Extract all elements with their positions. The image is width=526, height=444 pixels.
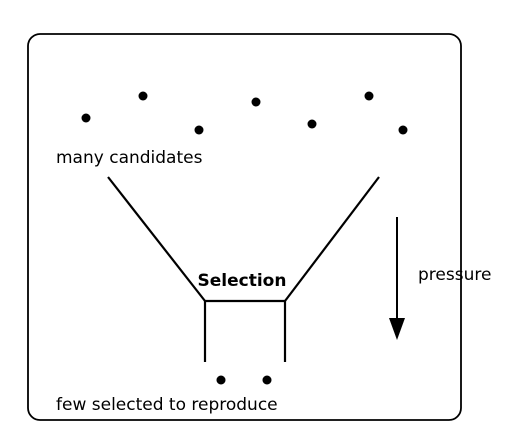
selection-label: Selection <box>198 271 287 291</box>
funnel-right-wall <box>284 176 380 302</box>
funnel-left-wall <box>107 176 206 302</box>
candidates-label: many candidates <box>56 148 203 168</box>
selected-dots <box>216 375 272 385</box>
candidate-dot <box>81 113 91 123</box>
candidate-dot <box>138 91 148 101</box>
candidate-dot <box>251 97 261 107</box>
diagram-frame <box>27 33 462 421</box>
candidate-dot <box>194 125 204 135</box>
selected-label: few selected to reproduce <box>56 395 278 415</box>
pressure-label: pressure <box>418 265 491 285</box>
candidate-dots <box>81 91 408 135</box>
pressure-arrow-head <box>389 318 405 340</box>
pressure-arrow <box>389 217 405 340</box>
candidate-dot <box>398 125 408 135</box>
selected-dot <box>262 375 272 385</box>
candidate-dot <box>307 119 317 129</box>
funnel <box>107 176 380 362</box>
candidate-dot <box>364 91 374 101</box>
selected-dot <box>216 375 226 385</box>
